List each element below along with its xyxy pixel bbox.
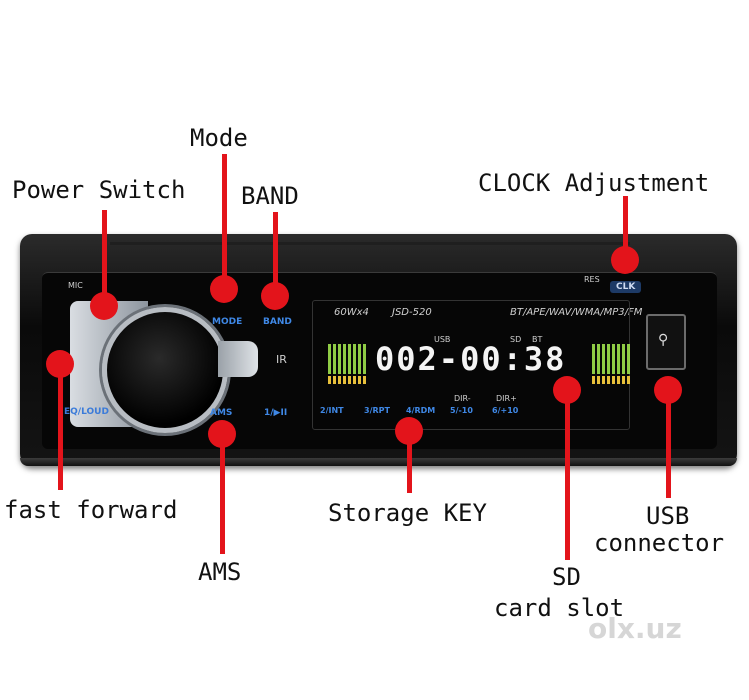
mic-label: MIC [68, 281, 83, 290]
callout-dot-clock [611, 246, 639, 274]
olx-watermark: olx.uz [588, 612, 682, 645]
label-fast-forward: fast forward [4, 496, 178, 524]
preset-6-button[interactable]: 6/+10 [492, 406, 519, 415]
ir-sensor: IR [276, 353, 287, 366]
label-power-switch: Power Switch [12, 176, 186, 204]
bt-indicator: BT [532, 335, 543, 344]
eq-loud-button[interactable]: EQ/LOUD [64, 407, 109, 417]
label-clock-adjustment: CLOCK Adjustment [478, 169, 710, 197]
callout-line-band [273, 212, 278, 296]
callout-dot-ams [208, 420, 236, 448]
label-sd-card-slot: card slot [494, 594, 625, 622]
callout-line-sd [565, 390, 570, 560]
callout-line-storage [407, 431, 412, 493]
label-ams: AMS [198, 558, 242, 586]
preset-5-button[interactable]: 5/-10 [450, 406, 473, 415]
label-band: BAND [241, 182, 299, 210]
callout-dot-mode [210, 275, 238, 303]
callout-dot-sd [553, 376, 581, 404]
label-storage-key: Storage KEY [328, 499, 487, 527]
eq-level-left [328, 376, 366, 384]
formats-text: BT/APE/WAV/WMA/MP3/FM [510, 307, 643, 318]
callout-dot-fast-forward [46, 350, 74, 378]
callout-dot-storage [395, 417, 423, 445]
callout-line-clock [623, 196, 628, 260]
usb-indicator: USB [434, 335, 451, 344]
callout-line-usb [666, 390, 671, 498]
callout-line-fast-forward [58, 364, 63, 490]
mode-button[interactable]: MODE [212, 317, 243, 327]
dir-minus-label: DIR- [454, 394, 471, 403]
next-track-button[interactable] [218, 341, 258, 377]
eq-bars-right [592, 344, 630, 374]
volume-knob[interactable] [102, 307, 228, 433]
power-rating: 60Wx4 [334, 307, 369, 318]
play-pause-button[interactable]: 1/▶II [264, 408, 288, 418]
label-usb: USB [646, 502, 690, 530]
label-sd: SD [552, 563, 581, 591]
usb-port[interactable] [646, 314, 686, 370]
callout-line-mode [222, 154, 227, 289]
usb-symbol-icon: ⚲ [658, 332, 669, 348]
cd-slot [110, 242, 630, 245]
display-readout: 002-00:38 [375, 340, 567, 378]
preset-2-button[interactable]: 2/INT [320, 406, 344, 415]
callout-dot-band [261, 282, 289, 310]
callout-dot-usb [654, 376, 682, 404]
preset-4-button[interactable]: 4/RDM [406, 406, 436, 415]
preset-3-button[interactable]: 3/RPT [364, 406, 390, 415]
label-usb-connector: connector [594, 529, 725, 557]
callout-line-power [102, 210, 107, 306]
eq-level-right [592, 376, 630, 384]
callout-dot-power [90, 292, 118, 320]
res-button[interactable]: RES [584, 275, 600, 284]
bottom-chrome-trim [20, 458, 737, 466]
sd-indicator: SD [510, 335, 522, 344]
dir-plus-label: DIR+ [496, 394, 517, 403]
model-name: JSD-520 [392, 307, 432, 318]
label-mode: Mode [190, 124, 248, 152]
ams-button[interactable]: AMS [210, 408, 233, 418]
clk-button[interactable]: CLK [610, 281, 642, 293]
car-radio-unit: MIC EQ/LOUD MODE BAND AMS 1/▶II IR RES C… [20, 234, 737, 466]
eq-bars-left [328, 344, 366, 374]
callout-line-ams [220, 434, 225, 554]
band-button[interactable]: BAND [263, 317, 292, 327]
